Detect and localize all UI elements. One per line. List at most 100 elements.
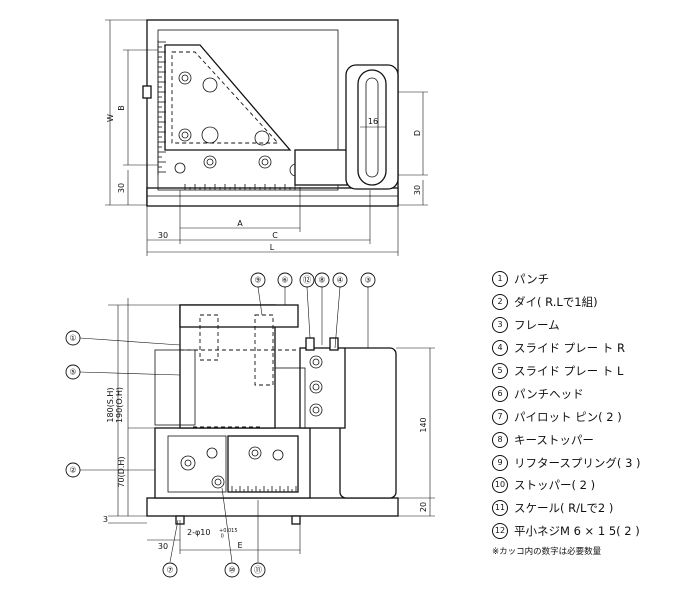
svg-text:⑥: ⑥ — [281, 276, 288, 285]
part-label: フレーム — [514, 318, 560, 333]
parts-list-item: 8 キーストッパー — [492, 428, 692, 451]
front-base — [146, 497, 399, 517]
frame-side — [339, 347, 397, 499]
base-plate — [146, 187, 399, 207]
scale-ticks — [157, 40, 301, 190]
parts-list-item: 1 パンチ — [492, 268, 692, 291]
dim-pin-spec: 2-φ10 — [187, 528, 210, 537]
svg-text:⑪: ⑪ — [254, 566, 262, 575]
part-number-circle: 7 — [492, 408, 508, 425]
top-view: W B 30 D 30 16 A C 30 L — [105, 19, 428, 256]
balloon: ⑫ — [299, 272, 315, 288]
parts-list-item: 10 ストッパー( 2 ) — [492, 474, 692, 497]
parts-list-item: 7 パイロット ピン( 2 ) — [492, 405, 692, 428]
front-scale — [231, 486, 297, 492]
balloon: ⑧ — [314, 272, 330, 288]
part-label: パイロット ピン( 2 ) — [514, 409, 622, 424]
parts-list-item: 12 平小ネジM 6 × 1 5( 2 ) — [492, 520, 692, 543]
part-label: スケール( R/Lで2 ) — [514, 501, 614, 516]
part-number-circle: 1 — [492, 271, 508, 288]
slide-plate-top — [294, 149, 348, 186]
part-label: パンチ — [514, 272, 550, 287]
dim-base-3: 3 — [103, 515, 108, 524]
slide-plate-r — [299, 347, 346, 429]
balloon: ① — [65, 330, 81, 346]
balloon: ⑥ — [277, 272, 293, 288]
dim-overall-height: 180(S.H)190(O.H) — [106, 387, 124, 423]
part-label: スライド プレー ト R — [514, 341, 625, 356]
dim-right-30: 30 — [413, 185, 422, 195]
svg-text:⑨: ⑨ — [254, 276, 261, 285]
balloon: ⑩ — [224, 562, 240, 578]
top-dimensions — [105, 19, 428, 256]
part-label: 平小ネジM 6 × 1 5( 2 ) — [514, 524, 640, 539]
front-dimensions — [108, 298, 435, 554]
dim-C: C — [272, 231, 278, 240]
dim-pin-tol: +0.015 0 — [219, 528, 238, 540]
part-number-circle: 9 — [492, 454, 508, 471]
dim-left-30: 30 — [158, 231, 168, 240]
balloon: ③ — [360, 272, 376, 288]
dim-A: A — [237, 219, 243, 228]
front-view: 180(S.H)190(O.H) 70(D.H) 140 20 3 30 E 2… — [65, 272, 435, 578]
part-number-circle: 4 — [492, 340, 508, 357]
dim-front-30: 30 — [158, 542, 168, 551]
part-number-circle: 12 — [492, 523, 508, 540]
parts-list-item: 6 パンチヘッド — [492, 382, 692, 405]
svg-text:⑧: ⑧ — [318, 276, 325, 285]
part-label: キーストッパー — [514, 432, 594, 447]
slot — [357, 69, 387, 186]
balloon: ⑪ — [250, 562, 266, 578]
parts-list-item: 3 フレーム — [492, 314, 692, 337]
parts-list-item: 5 スライド プレー ト L — [492, 360, 692, 383]
part-number-circle: 5 — [492, 363, 508, 379]
stopper-block — [227, 435, 299, 493]
part-number-circle: 6 — [492, 385, 508, 402]
balloon: ⑤ — [65, 364, 81, 380]
part-number-circle: 8 — [492, 431, 508, 448]
svg-text:⑫: ⑫ — [303, 276, 311, 285]
part-label: リフタースプリング( 3 ) — [514, 455, 641, 470]
dim-L: L — [270, 243, 275, 252]
dim-frame-140: 140 — [419, 417, 428, 432]
part-label: パンチヘッド — [514, 386, 584, 401]
svg-text:①: ① — [69, 334, 76, 343]
svg-text:⑦: ⑦ — [166, 566, 173, 575]
dim-D: D — [413, 130, 422, 136]
parts-list-item: 4 スライド プレー ト R — [492, 337, 692, 360]
dim-B: B — [117, 105, 126, 111]
lifter-springs — [180, 314, 298, 428]
part-number-circle: 10 — [492, 477, 508, 494]
dim-slot-16: 16 — [368, 117, 378, 126]
balloon: ④ — [332, 272, 348, 288]
parts-list-item: 9 リフタースプリング( 3 ) — [492, 451, 692, 474]
dim-W: W — [106, 114, 115, 122]
part-label: ストッパー( 2 ) — [514, 478, 596, 493]
dim-bottom-30: 30 — [117, 183, 126, 193]
parts-list-item: 11 スケール( R/Lで2 ) — [492, 497, 692, 520]
balloon: ② — [65, 462, 81, 478]
dim-die-height: 70(D.H) — [117, 456, 126, 487]
part-number-circle: 2 — [492, 294, 508, 311]
svg-text:⑤: ⑤ — [69, 368, 76, 377]
part-label: スライド プレー ト L — [514, 364, 624, 378]
punch-triangle — [164, 44, 292, 151]
part-number-circle: 3 — [492, 317, 508, 334]
parts-list: 1 パンチ 2 ダイ( R.Lで1組) 3 フレーム 4 スライド プレー ト R 5 スライド … — [492, 268, 692, 543]
svg-text:②: ② — [69, 466, 76, 475]
svg-text:⑩: ⑩ — [228, 566, 235, 575]
quantity-note: ※カッコ内の数字は必要数量 — [492, 547, 602, 557]
dim-E: E — [237, 541, 242, 550]
part-number-circle: 11 — [492, 500, 508, 517]
balloon: ⑦ — [162, 562, 178, 578]
punch-head — [179, 304, 299, 328]
parts-list-item: 2 ダイ( R.Lで1組) — [492, 291, 692, 314]
leaders — [79, 286, 369, 563]
balloon: ⑨ — [250, 272, 266, 288]
part-label: ダイ( R.Lで1組) — [514, 295, 598, 310]
svg-text:④: ④ — [336, 276, 343, 285]
bolts — [180, 337, 339, 489]
dim-base-20: 20 — [419, 502, 428, 512]
